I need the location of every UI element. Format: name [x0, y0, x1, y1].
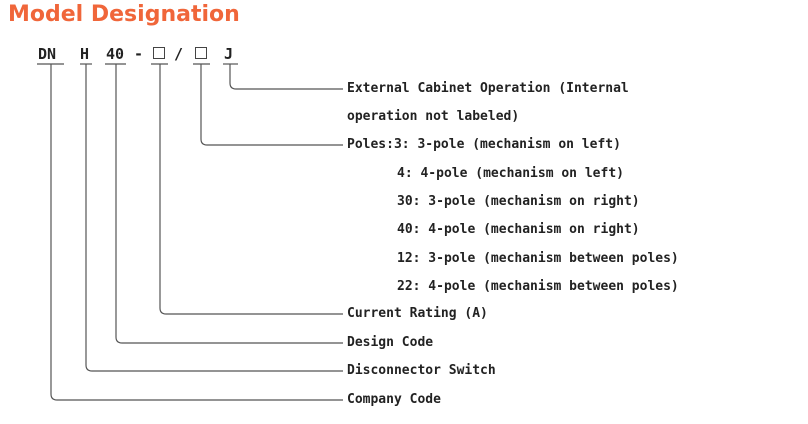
code-segment-rating: 40	[106, 45, 125, 63]
label-disconnector-switch: Disconnector Switch	[347, 363, 496, 378]
connector-j	[229, 64, 343, 90]
label-current-rating: Current Rating (A)	[347, 306, 488, 321]
connector-current	[159, 64, 343, 315]
code-segment-j: J	[224, 45, 234, 63]
label-company-code: Company Code	[347, 392, 441, 407]
connector-design	[115, 64, 343, 344]
code-placeholder-box-current	[153, 47, 165, 59]
connector-poles	[200, 64, 343, 146]
code-slash: /	[174, 45, 184, 63]
label-poles-22: 22: 4-pole (mechanism between poles)	[397, 279, 679, 294]
code-segment-dn: DN	[38, 45, 57, 63]
label-poles: Poles:3: 3-pole (mechanism on left)	[347, 137, 621, 152]
label-poles-30: 30: 3-pole (mechanism on right)	[397, 194, 640, 209]
code-placeholder-box-poles	[195, 47, 207, 59]
code-dash: -	[134, 45, 144, 63]
label-external-operation: External Cabinet Operation (Internal	[347, 81, 629, 96]
label-design-code: Design Code	[347, 335, 434, 350]
page-title: Model Designation	[8, 2, 240, 27]
code-segment-h: H	[80, 45, 90, 63]
label-poles-12: 12: 3-pole (mechanism between poles)	[397, 251, 679, 266]
label-poles-4: 4: 4-pole (mechanism on left)	[397, 166, 624, 181]
label-external-operation-cont: operation not labeled)	[347, 109, 520, 124]
label-poles-40: 40: 4-pole (mechanism on right)	[397, 222, 640, 237]
connector-company	[50, 64, 343, 401]
connector-disconnector	[85, 64, 343, 372]
